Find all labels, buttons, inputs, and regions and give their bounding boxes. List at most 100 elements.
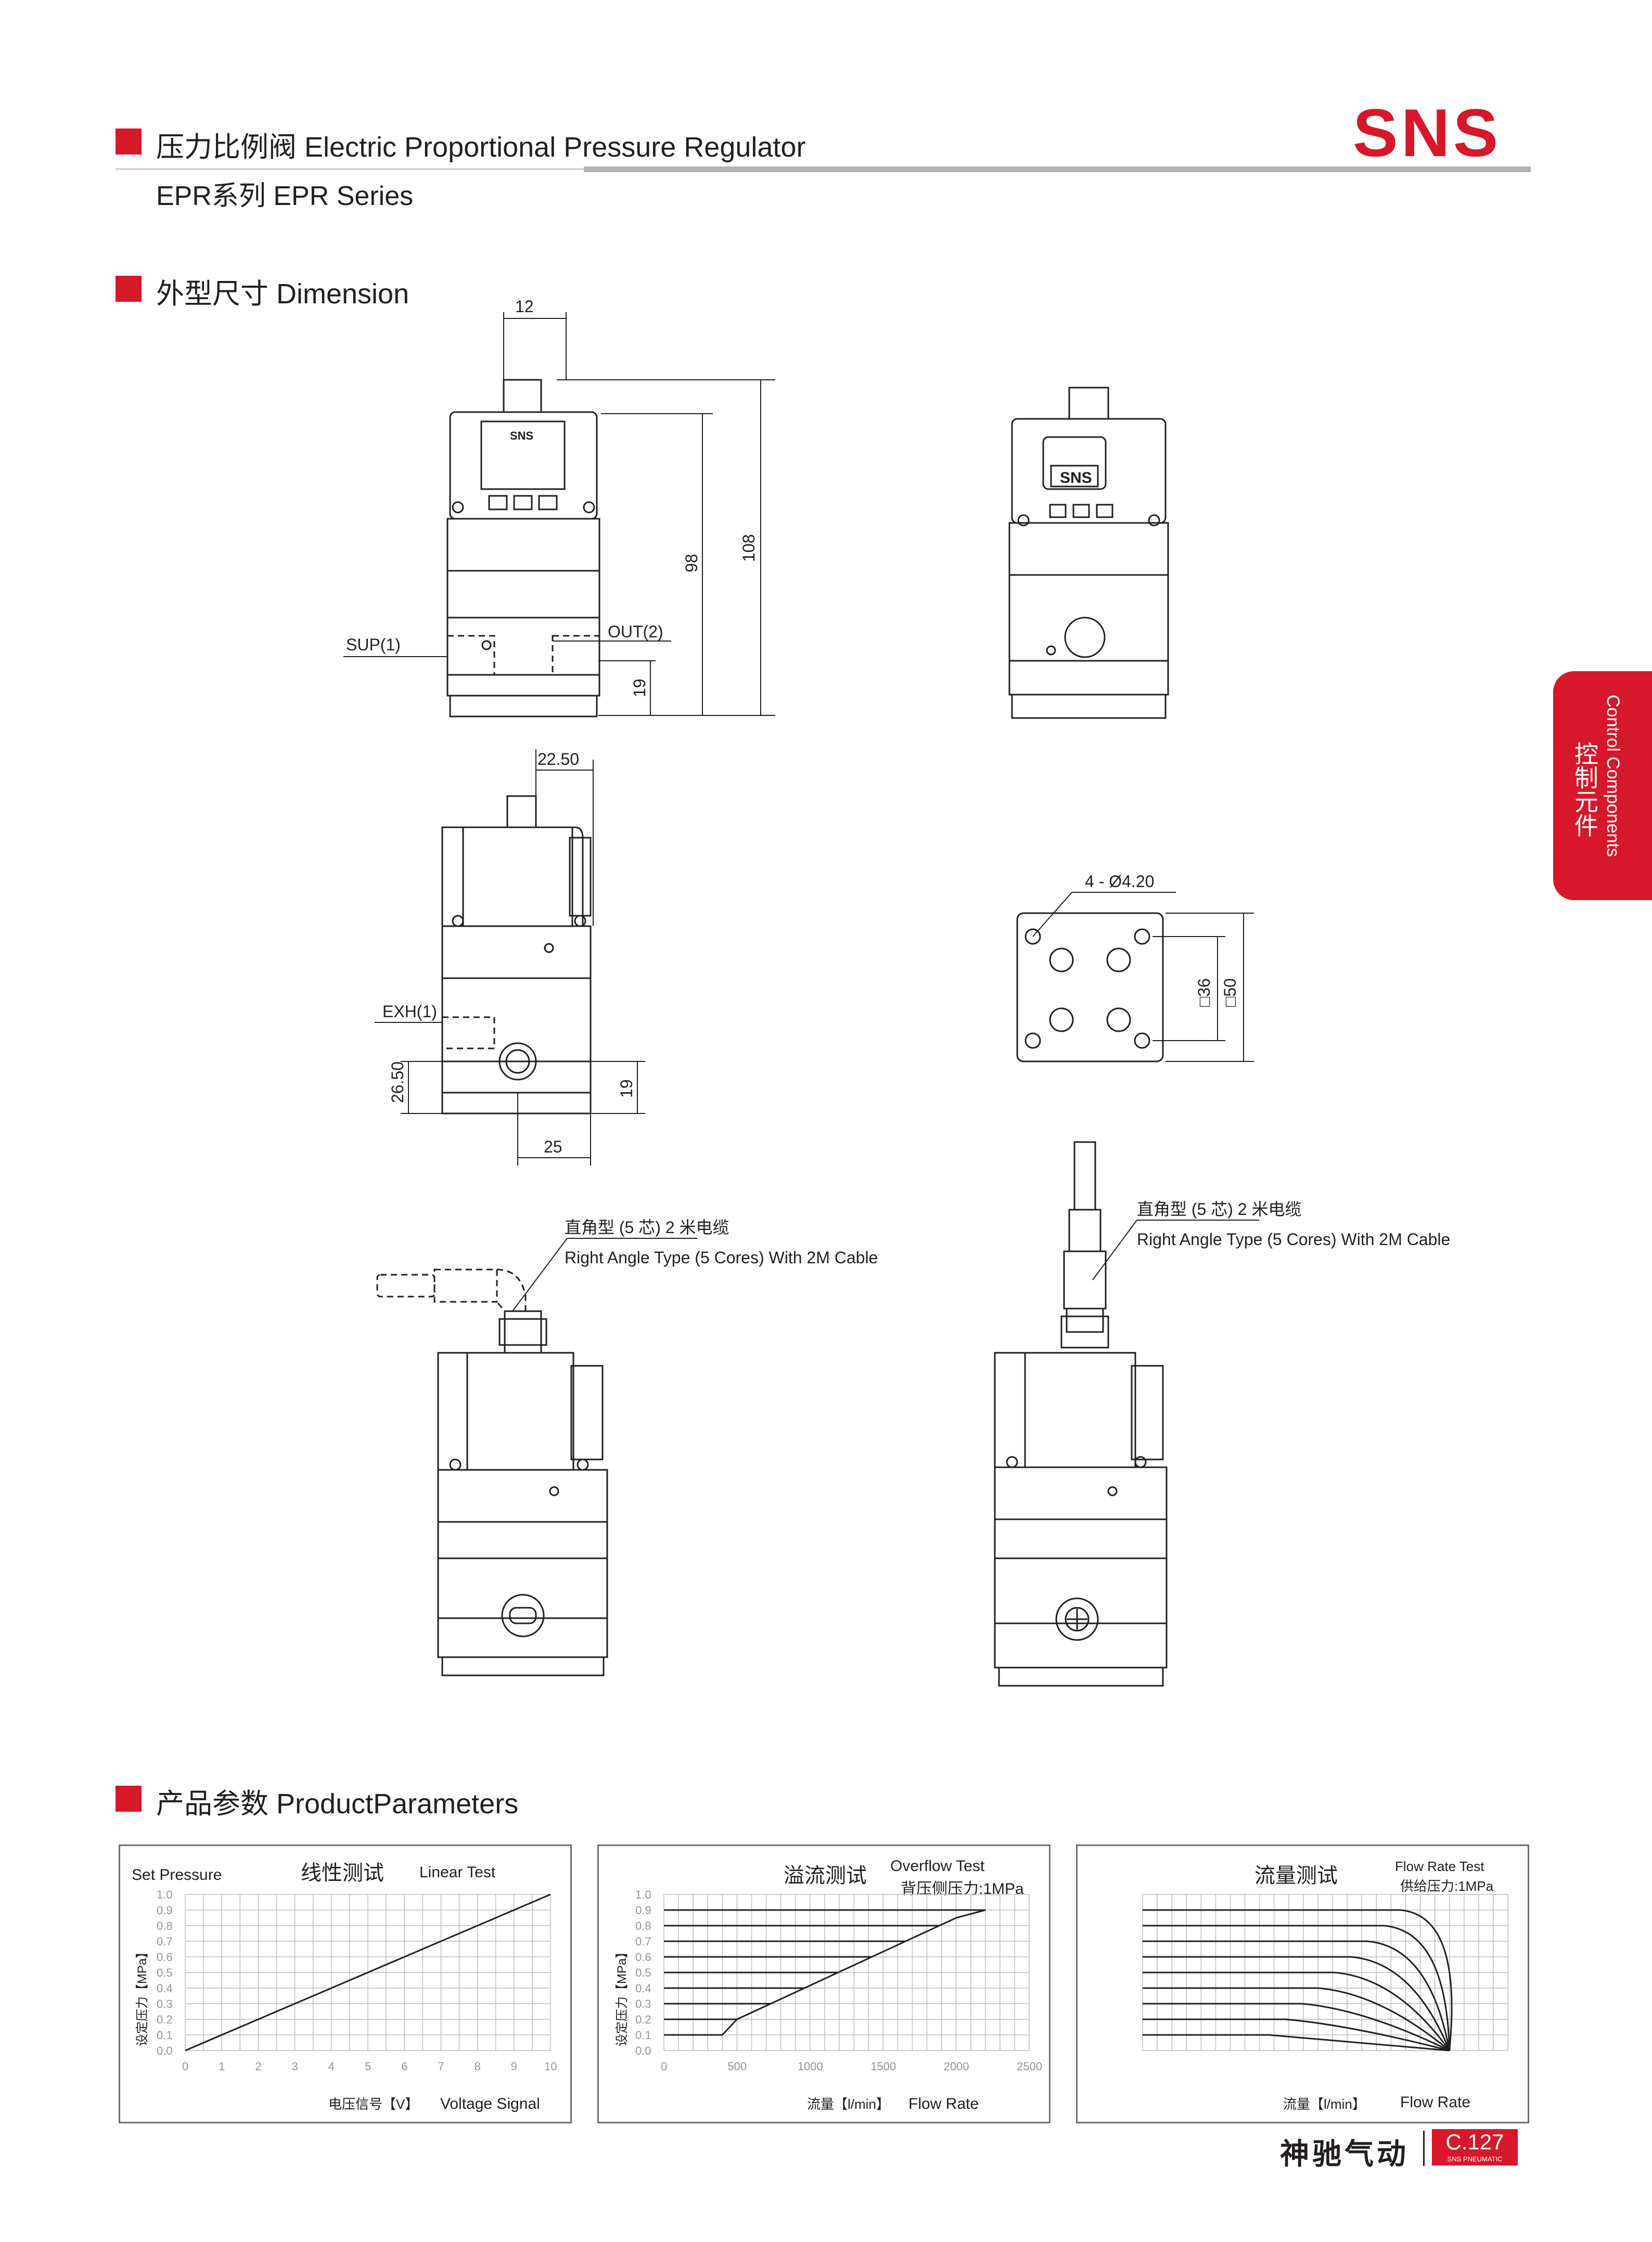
linear-xlabel: 电压信号【V】 [328,2096,418,2112]
mounting-view: 4 - Ø4.20 □36 □50 [1016,872,1254,1062]
set-pressure-label: Set Pressure [132,1866,222,1884]
label-out: OUT(2) [608,622,663,641]
side-tab-cn: 控制元件 [1571,741,1598,837]
x-tick-label: 0 [661,2060,667,2073]
linear-title-en: Linear Test [419,1864,496,1881]
y-tick-label: 0.3 [635,1997,651,2010]
flow-curve [1143,1987,1450,2052]
y-tick-label: 0.3 [157,1997,173,2010]
overflow-xlabel: 流量【l/min】 [807,2096,890,2112]
x-tick-label: 3 [292,2060,298,2073]
dim-108: 108 [739,534,758,562]
cable-view-left: 直角型 (5 芯) 2 米电缆 Right Angle Type (5 Core… [376,1218,878,1676]
flow-note: 供给压力:1MPa [1400,1878,1494,1894]
x-tick-label: 2000 [944,2060,969,2073]
y-tick-label: 0.9 [157,1904,173,1917]
dim-19a: 19 [630,678,649,697]
linear-test-chart: Set Pressure 线性测试 Linear Test 设定压力【MPa】 … [132,1862,557,2112]
params-heading: 产品参数 ProductParameters [156,1788,519,1820]
x-tick-label: 500 [727,2060,747,2073]
linear-ylabel: 设定压力【MPa】 [135,1946,149,2046]
flow-title-en: Flow Rate Test [1395,1859,1484,1874]
flow-curve [1143,1909,1453,2051]
page-number: C.127 [1445,2130,1504,2154]
dim-22-50: 22.50 [537,750,579,768]
linear-series-line [185,1893,551,2052]
x-tick-label: 1000 [798,2060,823,2073]
flow-xlabel: 流量【l/min】 [1283,2096,1366,2112]
dim-19b: 19 [617,1079,636,1098]
y-tick-label: 0.1 [157,2029,173,2042]
x-tick-label: 0 [182,2060,188,2073]
x-tick-label: 1 [219,2060,225,2073]
y-tick-label: 0.1 [635,2029,651,2042]
y-tick-label: 0.0 [635,2044,651,2057]
cable-label-cn-right: 直角型 (5 芯) 2 米电缆 [1137,1200,1301,1219]
page-sub: SNS PNEUMATIC [1447,2155,1503,2163]
y-tick-label: 0.2 [635,2013,651,2026]
linear-test-panel: Set Pressure 线性测试 Linear Test 设定压力【MPa】 … [119,1844,572,2123]
x-tick-label: 7 [438,2060,444,2073]
x-tick-label: 8 [475,2060,481,2073]
label-sup: SUP(1) [346,635,401,654]
y-tick-label: 0.8 [635,1919,651,1932]
y-tick-label: 0.8 [157,1919,173,1932]
y-tick-label: 0.9 [635,1904,651,1917]
label-sq36: □36 [1195,978,1213,1007]
x-tick-label: 2500 [1017,2060,1042,2073]
side-tab-en: Control Components [1603,695,1623,857]
flow-title: 流量测试 [1254,1864,1338,1887]
header-rule [116,166,1531,172]
device-logo-2: SNS [1060,469,1092,486]
title-bullet [116,129,142,155]
y-tick-label: 0.6 [635,1951,651,1964]
x-tick-label: 5 [365,2060,371,2073]
y-tick-label: 1.0 [157,1888,173,1901]
y-tick-label: 0.5 [157,1966,173,1979]
y-tick-label: 0.7 [635,1935,651,1948]
flow-xlabel-en: Flow Rate [1400,2094,1470,2111]
cable-view-right: 直角型 (5 芯) 2 米电缆 Right Angle Type (5 Core… [994,1141,1450,1687]
overflow-test-panel: 溢流测试 Overflow Test 背压侧压力:1MPa 设定压力【MPa】 … [597,1844,1051,2123]
flow-curve [1143,2003,1450,2052]
label-exh: EXH(1) [382,1002,437,1021]
side-tab[interactable]: Control Components 控制元件 [1553,671,1652,900]
label-holes: 4 - Ø4.20 [1085,872,1154,891]
y-tick-label: 0.4 [157,1982,173,1995]
series-title: EPR系列 EPR Series [156,181,414,211]
x-tick-label: 2 [255,2060,261,2073]
y-tick-label: 0.0 [157,2044,173,2057]
flow-curve [1143,2018,1450,2052]
footer-brand: 神驰气动 [1280,2137,1409,2170]
dim-25: 25 [544,1137,562,1156]
y-tick-label: 0.2 [157,2013,173,2026]
cable-label-en-right: Right Angle Type (5 Cores) With 2M Cable [1137,1230,1450,1249]
overflow-envelope-line [722,1909,986,2036]
flow-curve [1143,1971,1450,2051]
overflow-ylabel: 设定压力【MPa】 [615,1946,629,2046]
y-tick-label: 0.4 [635,1982,651,1995]
dim-26-50: 26.50 [388,1061,407,1103]
footer-divider [1423,2131,1425,2166]
flow-curve [1143,1925,1451,2051]
dimension-drawings: 12 SNS 98 108 19 SUP(1) OUT(2) SNS [343,297,1450,1687]
x-tick-label: 10 [544,2060,557,2073]
cable-label-cn-left: 直角型 (5 芯) 2 米电缆 [565,1218,729,1237]
flow-curve [1143,1940,1451,2051]
y-tick-label: 0.7 [157,1935,173,1948]
overflow-note: 背压侧压力:1MPa [901,1880,1024,1898]
flow-curve [1143,1956,1451,2051]
y-tick-label: 0.6 [157,1951,173,1964]
linear-xlabel-en: Voltage Signal [440,2095,540,2112]
overflow-title: 溢流测试 [784,1864,867,1887]
params-bullet [116,1786,142,1812]
overflow-test-chart: 溢流测试 Overflow Test 背压侧压力:1MPa 设定压力【MPa】 … [615,1857,1042,2112]
side-view-with-dims: 22.50 EXH(1) 26.50 19 25 [375,749,645,1165]
y-tick-label: 1.0 [635,1888,651,1901]
front-view-with-dims: 12 SNS 98 108 19 SUP(1) OUT(2) [343,297,775,718]
label-sq50: □50 [1221,978,1239,1007]
x-tick-label: 6 [401,2060,407,2073]
overflow-xlabel-en: Flow Rate [908,2095,979,2112]
section-bullet [116,276,142,302]
dimension-heading: 外型尺寸 Dimension [156,278,409,310]
